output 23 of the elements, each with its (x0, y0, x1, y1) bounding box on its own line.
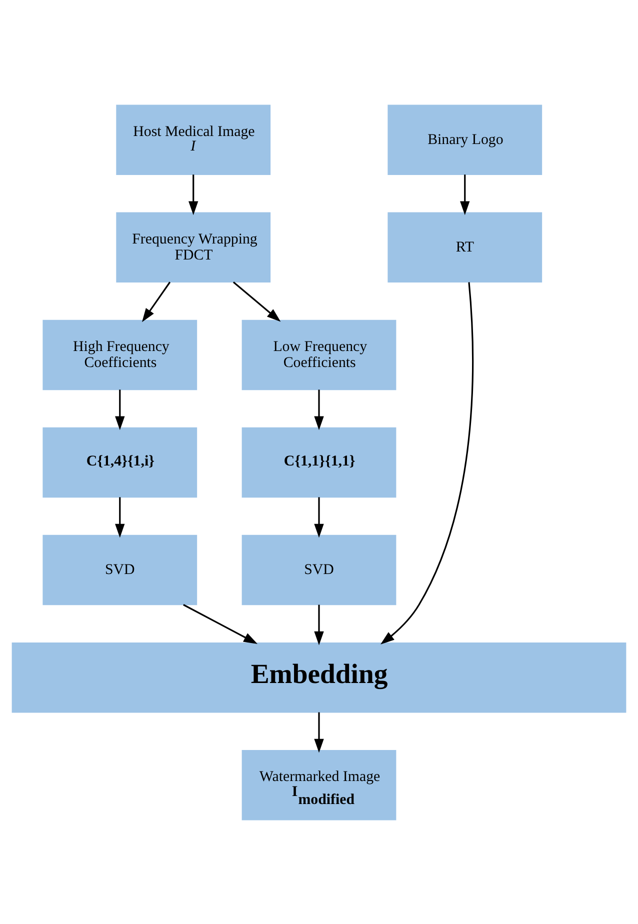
arrow (115, 496, 125, 538)
arrow (314, 389, 324, 430)
node-box: SVD (42, 534, 198, 605)
node-box: Binary Logo (388, 104, 542, 174)
node-box: SVD (242, 534, 396, 605)
node-box: C{1,4}{1,i} (42, 426, 198, 498)
arrow (314, 496, 324, 538)
node-box: High Frequency Coefficients (42, 319, 198, 390)
arrow (314, 712, 324, 752)
arrow (115, 389, 125, 430)
arrow (188, 174, 198, 215)
node-box: Frequency Wrapping FDCT (116, 212, 271, 282)
node-box: Host Medical Image I (116, 104, 271, 174)
arrow (314, 604, 324, 645)
node-box: Embedding (12, 642, 626, 712)
arrow (380, 282, 474, 644)
arrow (142, 281, 171, 322)
node-box: RT (388, 212, 542, 282)
node-box: C{1,1}{1,1} (242, 426, 396, 498)
node-box: Low Frequency Coefficients (242, 319, 396, 390)
arrow (183, 604, 258, 644)
arrow (460, 174, 470, 215)
arrow (232, 281, 281, 322)
